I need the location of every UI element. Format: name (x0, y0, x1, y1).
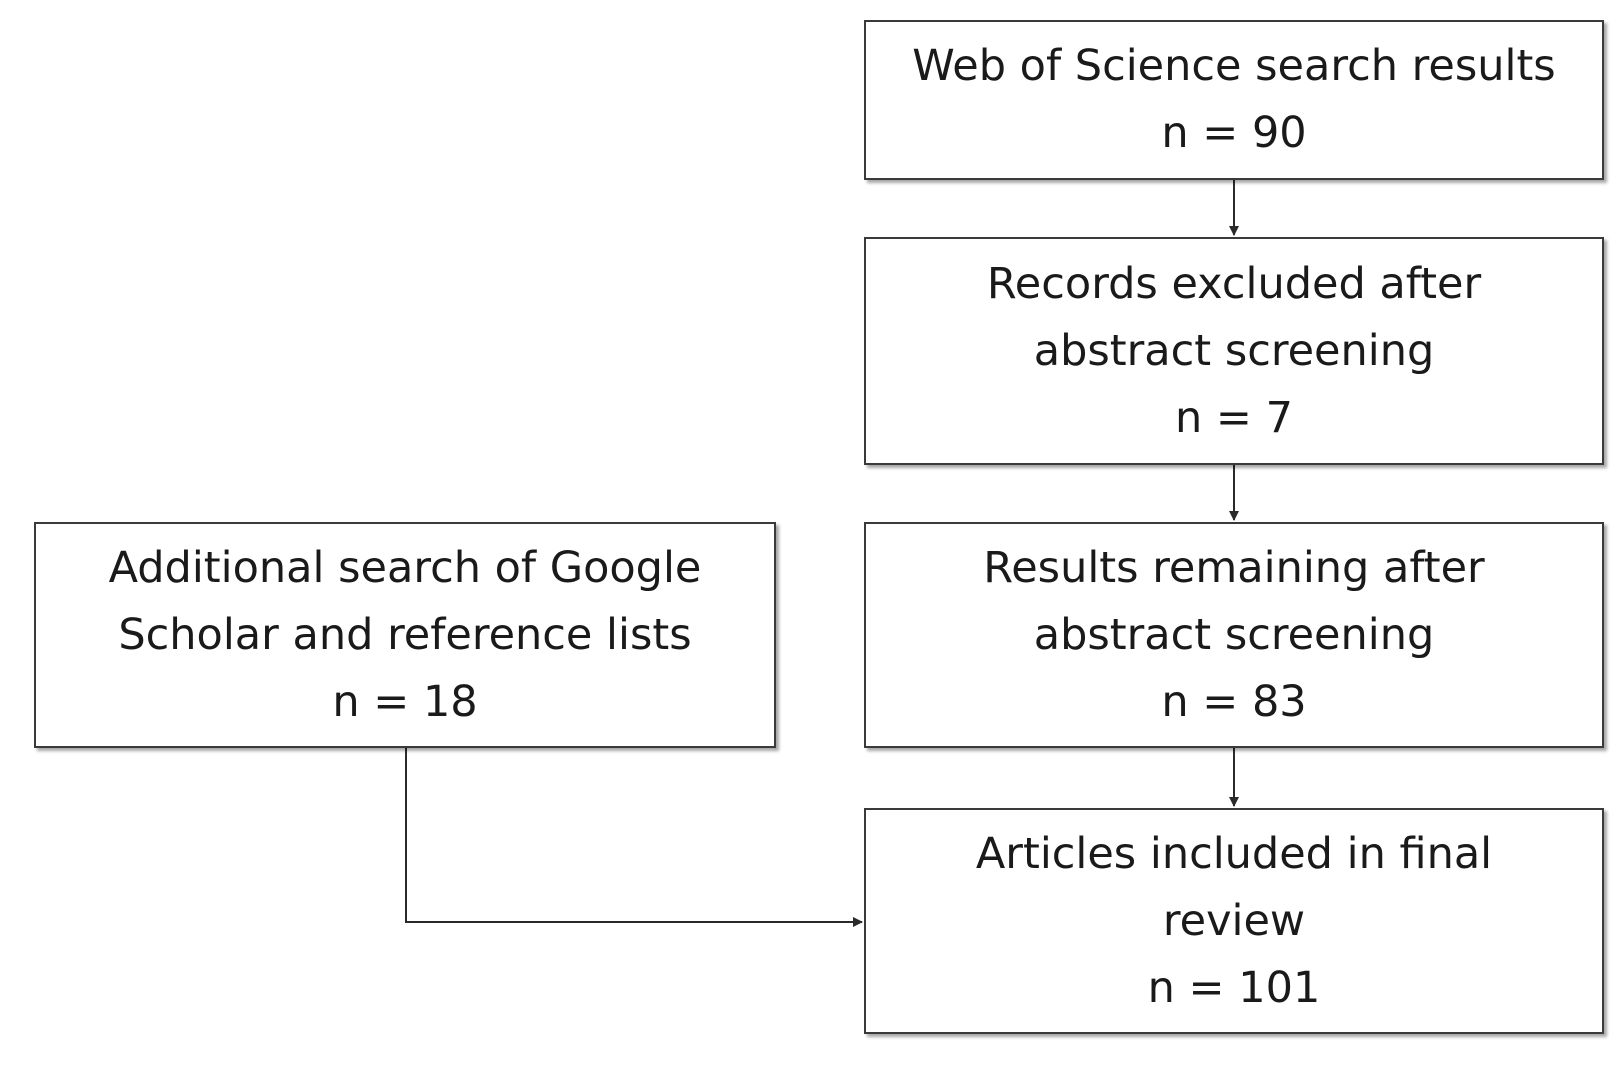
box-line: Web of Science search results (912, 41, 1556, 91)
box-line: Scholar and reference lists (118, 609, 692, 660)
box-line: Results remaining after (983, 542, 1485, 593)
records-excluded-box: Records excluded after abstract screenin… (864, 237, 1604, 465)
box-count: n = 83 (1161, 676, 1307, 727)
box-line: Articles included in final (975, 828, 1493, 879)
box-line: abstract screening (1033, 325, 1435, 376)
box-line: review (1162, 895, 1306, 946)
web-of-science-results-box: Web of Science search results n = 90 (864, 20, 1604, 180)
box-count: n = 101 (1147, 962, 1321, 1013)
box-count: n = 7 (1175, 392, 1293, 443)
box-count: n = 90 (1161, 108, 1307, 158)
results-remaining-box: Results remaining after abstract screeni… (864, 522, 1604, 748)
box-line: Additional search of Google (108, 542, 702, 593)
box-count: n = 18 (332, 676, 478, 727)
articles-included-box: Articles included in final review n = 10… (864, 808, 1604, 1034)
arrow-additional-to-final (405, 748, 863, 927)
additional-search-box: Additional search of Google Scholar and … (34, 522, 776, 748)
box-line: abstract screening (1033, 609, 1435, 660)
box-line: Records excluded after (986, 258, 1482, 309)
